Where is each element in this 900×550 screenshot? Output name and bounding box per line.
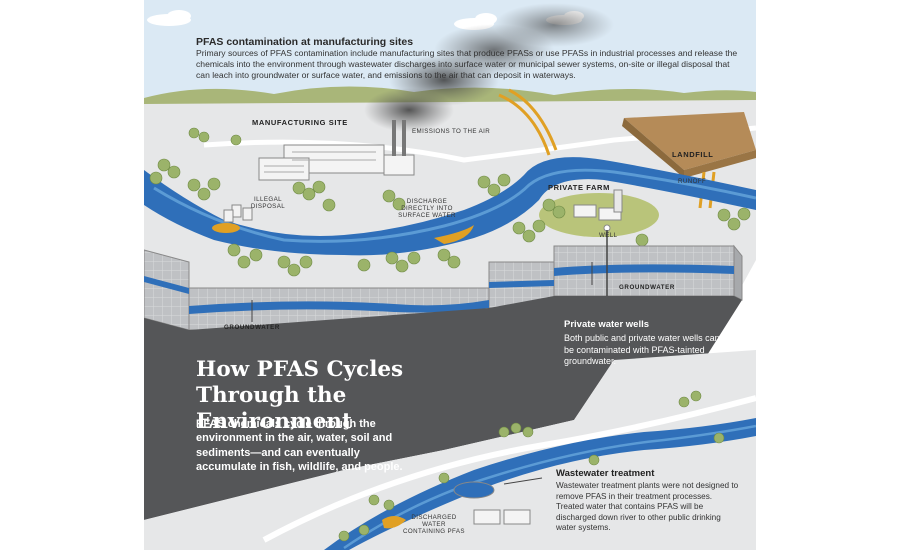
dark-earth [144,296,742,520]
illustration [144,0,756,550]
main-subtitle: PFAS chemicals cycle through the environ… [196,418,403,473]
wells-body: Both public and private water wells can … [564,333,720,366]
label-groundwater-right: GROUNDWATER [619,284,675,291]
trees-lower [338,390,725,542]
label-emissions: EMISSIONS TO THE AIR [412,128,491,135]
storage-tanks [223,204,253,223]
label-landfill: LANDFILL [672,150,714,159]
smoke-plume [364,3,614,132]
label-well: WELL [599,232,618,239]
contamination-spills [212,223,474,244]
label-runoff: RUNOFF [678,178,707,185]
trees [149,127,751,277]
factory-building [258,120,415,181]
label-discharge-surface: DISCHARGE DIRECTLY INTO SURFACE WATER [398,198,456,219]
wastewater-title: Wastewater treatment [556,468,655,479]
river-lower [324,418,756,550]
intro-title: PFAS contamination at manufacturing site… [196,36,414,48]
label-discharged-water: DISCHARGED WATER CONTAINING PFAS [403,514,465,535]
ground-lower [144,350,756,550]
wastewater-body: Wastewater treatment plants were not des… [556,481,739,533]
farm-area [539,189,659,237]
intro-body: Primary sources of PFAS contamination in… [196,48,738,80]
treatment-plant [382,481,531,529]
infographic-canvas: PFAS contamination at manufacturing site… [144,0,756,550]
river-lower-highlight [343,424,756,550]
main-title: How PFAS Cycles Through the Environment [196,357,404,434]
label-manufacturing-site: MANUFACTURING SITE [252,118,348,127]
label-private-farm: PRIVATE FARM [548,183,610,192]
road-upper [203,125,756,163]
river-upper-highlight [153,168,756,243]
ww-pointer [503,477,543,485]
wells-title: Private water wells [564,319,650,330]
road-lower [262,395,756,543]
label-groundwater-left: GROUNDWATER [224,324,280,331]
landfill [622,112,756,178]
label-illegal-disposal: ILLEGAL DISPOSAL [250,196,286,210]
